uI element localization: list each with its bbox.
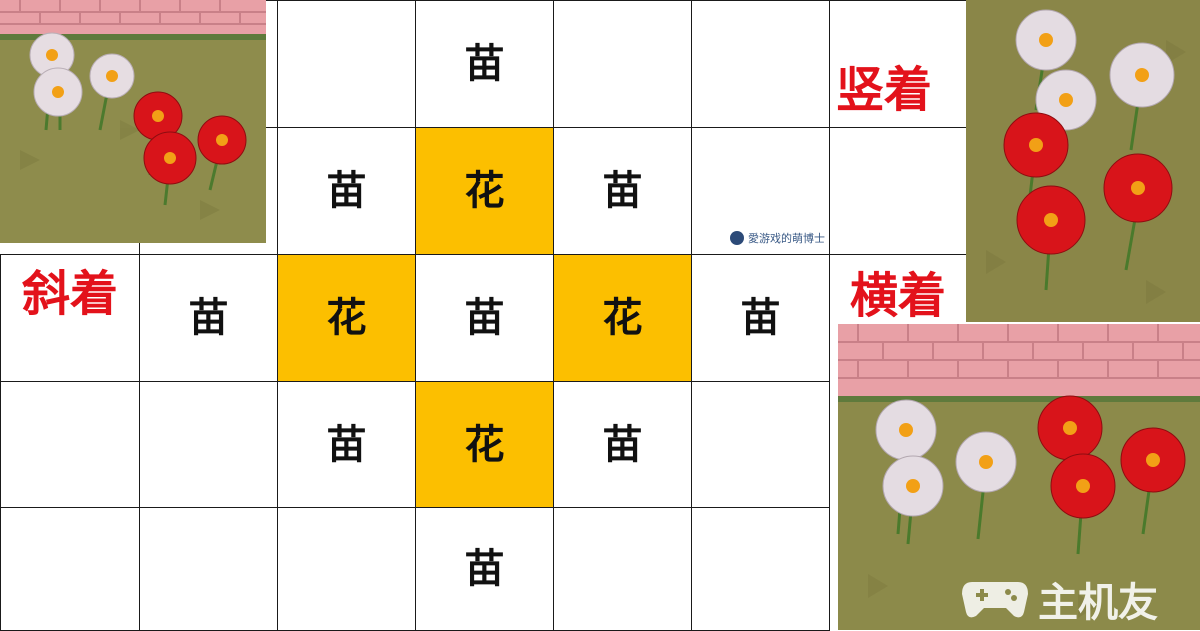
empty-cell xyxy=(0,381,140,508)
empty-cell xyxy=(277,0,416,128)
empty-cell xyxy=(277,507,416,631)
small-watermark: 愛游戏的萌博士 xyxy=(730,230,825,246)
flower-char: 花 xyxy=(464,168,505,214)
vertical-label: 竖着 xyxy=(836,62,933,118)
diagonal-example-photo xyxy=(0,0,266,243)
seedling-char: 苗 xyxy=(464,295,505,341)
seedling-char: 苗 xyxy=(464,41,505,87)
brand-watermark: 主机友 xyxy=(960,570,1158,628)
flower-char: 花 xyxy=(602,295,643,341)
small-watermark-text: 愛游戏的萌博士 xyxy=(748,232,825,245)
empty-cell xyxy=(139,381,278,508)
cosmos-diagonal-illustration xyxy=(0,0,266,243)
seedling-cell: 苗 xyxy=(277,127,416,255)
cosmos-horizontal-illustration xyxy=(838,324,1200,630)
seedling-cell: 苗 xyxy=(415,507,554,631)
empty-cell xyxy=(829,0,968,128)
flower-char: 花 xyxy=(326,295,367,341)
flower-cell: 花 xyxy=(415,127,554,255)
seedling-char: 苗 xyxy=(464,546,505,592)
seedling-cell: 苗 xyxy=(139,254,278,382)
flower-cell: 花 xyxy=(277,254,416,382)
empty-cell xyxy=(0,254,140,382)
empty-cell xyxy=(553,0,692,128)
empty-cell xyxy=(553,507,692,631)
seedling-cell: 苗 xyxy=(691,254,830,382)
seedling-cell: 苗 xyxy=(415,254,554,382)
empty-cell xyxy=(829,127,968,255)
seedling-cell: 苗 xyxy=(277,381,416,508)
empty-cell xyxy=(691,507,830,631)
seedling-char: 苗 xyxy=(326,168,367,214)
gamepad-icon xyxy=(962,582,1028,618)
flower-cell: 花 xyxy=(415,381,554,508)
seedling-char: 苗 xyxy=(188,295,229,341)
seedling-char: 苗 xyxy=(602,168,643,214)
seedling-char: 苗 xyxy=(740,295,781,341)
cosmos-vertical-illustration xyxy=(966,0,1200,322)
diagonal-label: 斜着 xyxy=(22,266,119,322)
seedling-char: 苗 xyxy=(602,421,643,468)
seedling-char: 苗 xyxy=(326,421,367,468)
flower-cell: 花 xyxy=(553,254,692,382)
vertical-example-photo xyxy=(966,0,1200,322)
empty-cell xyxy=(691,0,830,128)
empty-cell xyxy=(0,507,140,631)
empty-cell xyxy=(139,507,278,631)
flower-char: 花 xyxy=(464,421,505,468)
empty-cell xyxy=(691,381,830,508)
seedling-cell: 苗 xyxy=(415,0,554,128)
horizontal-example-photo xyxy=(838,324,1200,630)
scholar-icon xyxy=(730,231,744,245)
horizontal-label: 横着 xyxy=(850,268,947,324)
empty-cell xyxy=(691,127,830,255)
seedling-cell: 苗 xyxy=(553,381,692,508)
seedling-cell: 苗 xyxy=(553,127,692,255)
brand-text: 主机友 xyxy=(1038,580,1158,626)
